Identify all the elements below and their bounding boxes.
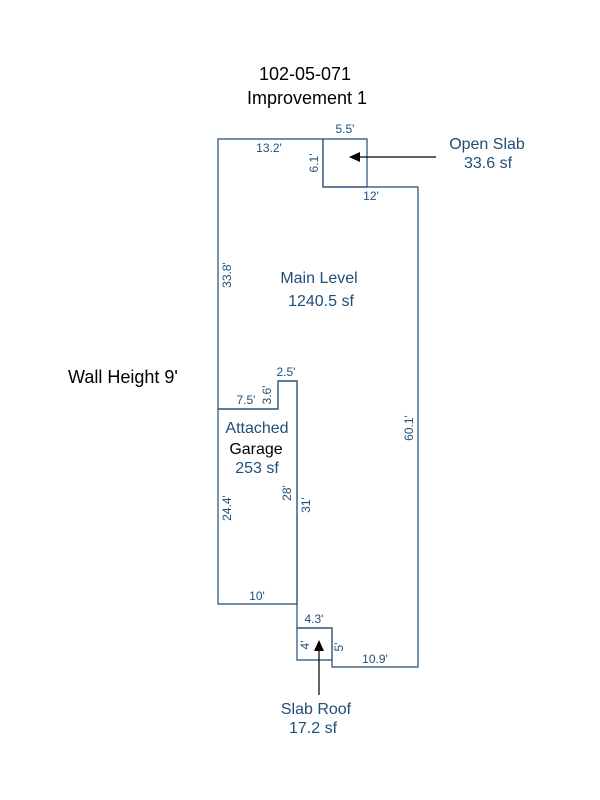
dim-roof-left: 4' (298, 641, 312, 650)
dim-notch-side: 3.6' (260, 386, 274, 405)
slab-roof-arrow-head (314, 640, 324, 651)
main-level-label: Main Level (280, 270, 357, 287)
dim-main-inner: 31' (299, 497, 313, 513)
garage-label-line2: Garage (229, 441, 282, 458)
dim-main-left: 33.8' (220, 262, 234, 288)
improvement-title: Improvement 1 (247, 88, 367, 108)
dim-garage-top: 7.5' (237, 393, 256, 407)
dim-roof-right: 5' (332, 643, 346, 652)
open-slab-label: Open Slab (449, 136, 525, 153)
dim-roof-top: 4.3' (305, 612, 324, 626)
dim-main-right: 60.1' (402, 415, 416, 441)
attached-garage-outline (217, 380, 298, 605)
main-level-area: 1240.5 sf (288, 293, 354, 310)
dim-main-step: 12' (363, 189, 379, 203)
slab-roof-label: Slab Roof (281, 701, 352, 718)
slab-roof-area: 17.2 sf (289, 720, 338, 737)
open-slab-arrow-head (349, 152, 360, 162)
dim-main-top: 13.2' (256, 141, 282, 155)
parcel-id: 102-05-071 (259, 64, 351, 84)
open-slab-outline (322, 138, 368, 188)
dim-garage-left: 24.4' (220, 495, 234, 521)
dim-main-bottom: 10.9' (362, 652, 388, 666)
dim-garage-right: 28' (280, 485, 294, 501)
dim-notch-top: 2.5' (277, 365, 296, 379)
dim-slab-side: 6.1' (307, 154, 321, 173)
dim-slab-top: 5.5' (336, 122, 355, 136)
slab-roof-outline (296, 627, 333, 661)
garage-area: 253 sf (235, 460, 279, 477)
garage-label-line1: Attached (225, 420, 288, 437)
dim-garage-bottom: 10' (249, 589, 265, 603)
wall-height-label: Wall Height 9' (68, 367, 178, 387)
open-slab-area: 33.6 sf (464, 155, 513, 172)
